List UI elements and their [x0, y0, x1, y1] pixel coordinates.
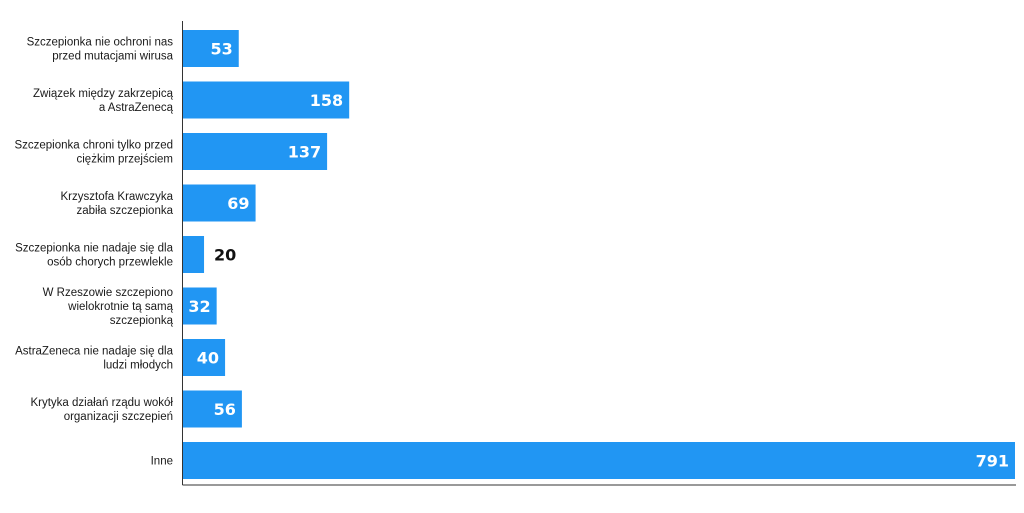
value-label-7: 56 [214, 400, 236, 419]
value-label-1: 158 [310, 91, 343, 110]
value-label-2: 137 [288, 143, 321, 162]
category-label-8: Inne [151, 456, 173, 468]
bar-8 [183, 442, 1015, 479]
value-label-5: 32 [188, 297, 210, 316]
bar-1 [183, 81, 350, 119]
value-labels-group: 53 158 137 69 20 32 40 56 791 [188, 40, 1009, 471]
value-label-4: 20 [214, 246, 236, 265]
value-label-6: 40 [197, 349, 219, 368]
bars-group [183, 30, 1015, 479]
bar-7 [183, 390, 242, 428]
bar-4 [183, 236, 205, 273]
bar-0 [183, 30, 239, 67]
value-label-0: 53 [210, 40, 232, 59]
bar-5 [183, 287, 217, 325]
bar-2 [183, 133, 328, 170]
bar-6 [183, 339, 226, 376]
value-label-8: 791 [976, 452, 1009, 471]
value-label-3: 69 [227, 194, 249, 213]
bar-3 [183, 184, 256, 222]
